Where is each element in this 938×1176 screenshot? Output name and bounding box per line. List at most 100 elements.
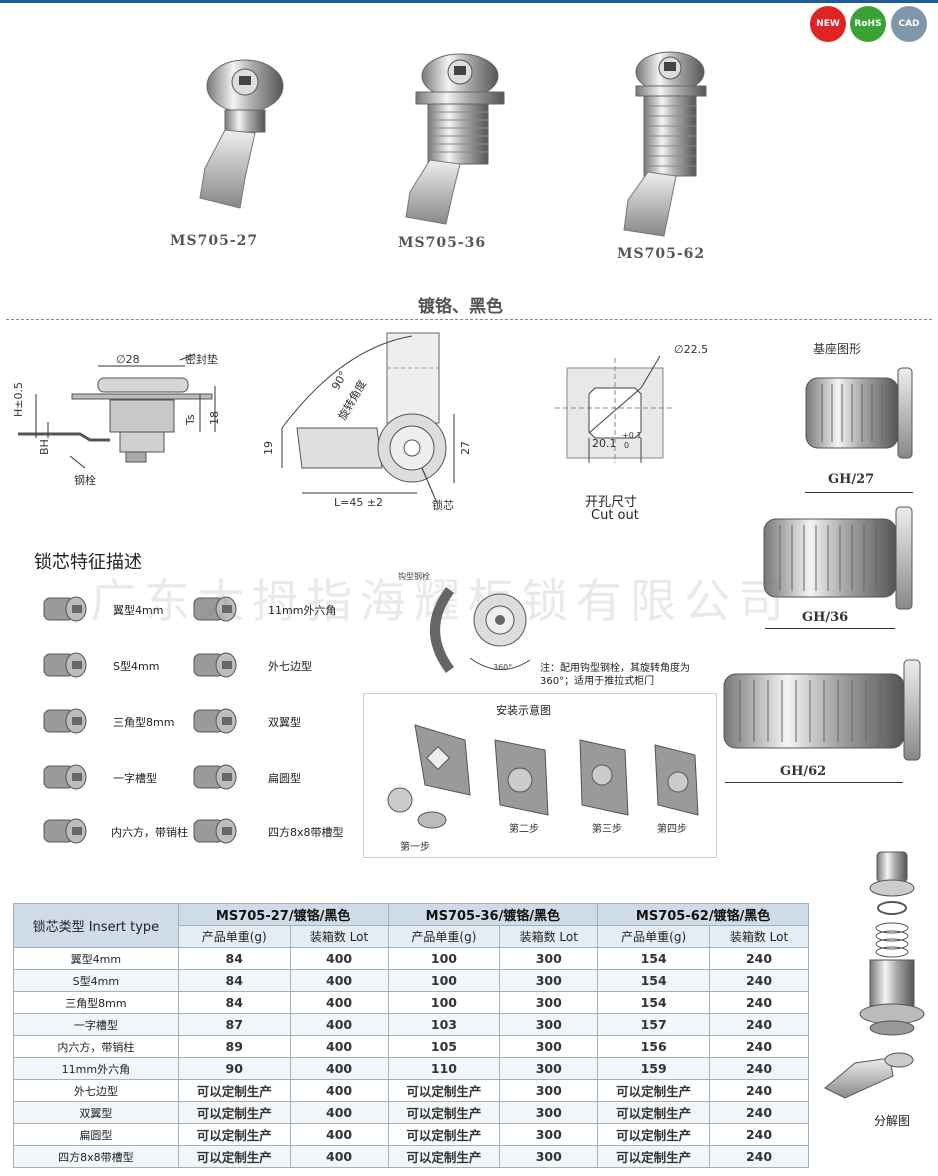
install-step-4: 第四步 <box>657 824 687 835</box>
model-label-ms705-36: MS705-36 <box>398 235 487 251</box>
tol-zero-label: 0 <box>624 441 630 450</box>
insert-type-label: 一字槽型 <box>113 772 157 785</box>
top-accent-line <box>0 0 938 3</box>
dia28-label: ∅28 <box>116 353 140 366</box>
insert-type-icon <box>43 818 87 844</box>
insert-type-icon <box>43 596 87 622</box>
dia225-label: ∅22.5 <box>674 343 709 356</box>
group-header-ms705-27: MS705-27/镀铬/黑色 <box>177 903 389 926</box>
rohs-badge-label: RoHS <box>854 19 882 29</box>
cutout-drawing <box>555 355 675 463</box>
product-image-ms705-62 <box>623 51 707 237</box>
insert-type-icon <box>193 818 237 844</box>
weight-cell: 可以定制生产 <box>177 1101 291 1124</box>
weight-cell: 可以定制生产 <box>387 1123 501 1146</box>
install-panel <box>363 693 717 858</box>
weight-cell: 可以定制生产 <box>387 1101 501 1124</box>
lot-cell: 300 <box>499 947 599 970</box>
insert-type-label: 扁圆型 <box>268 772 301 785</box>
gh62-label: GH/62 <box>780 764 827 779</box>
section-divider <box>6 319 932 320</box>
lot-cell: 300 <box>499 1013 599 1036</box>
weight-cell: 157 <box>597 1013 711 1036</box>
weight-cell: 90 <box>177 1057 291 1080</box>
insert-type-cell: 扁圆型 <box>13 1123 179 1146</box>
lot-header: 装箱数 Lot <box>709 925 809 948</box>
lot-header: 装箱数 Lot <box>289 925 389 948</box>
n201-label: 20.1 <box>592 437 617 450</box>
weight-cell: 可以定制生产 <box>177 1123 291 1146</box>
lot-header: 装箱数 Lot <box>499 925 599 948</box>
lot-cell: 400 <box>289 969 389 992</box>
lot-cell: 240 <box>709 947 809 970</box>
lot-cell: 300 <box>499 1123 599 1146</box>
insert-type-icon <box>43 708 87 734</box>
gh36-dim-line <box>765 628 895 629</box>
length-label: L=45 ±2 <box>334 496 384 509</box>
cad-badge-label: CAD <box>898 19 920 29</box>
bh-label: BH <box>38 439 51 455</box>
lot-cell: 400 <box>289 991 389 1014</box>
h-label: H±0.5 <box>12 382 25 417</box>
model-label-ms705-27: MS705-27 <box>170 233 259 249</box>
weight-cell: 105 <box>387 1035 501 1058</box>
new-badge-label: NEW <box>816 19 840 29</box>
weight-cell: 159 <box>597 1057 711 1080</box>
lot-cell: 400 <box>289 1101 389 1124</box>
base-title: 基座图形 <box>813 342 862 356</box>
lot-cell: 300 <box>499 969 599 992</box>
weight-cell: 103 <box>387 1013 501 1036</box>
weight-cell: 154 <box>597 947 711 970</box>
n19-label: 19 <box>262 441 275 455</box>
n27-label: 27 <box>459 441 472 455</box>
weight-cell: 可以定制生产 <box>597 1145 711 1168</box>
gh36-label: GH/36 <box>802 610 849 625</box>
model-label-ms705-62: MS705-62 <box>617 246 706 262</box>
lot-cell: 240 <box>709 1079 809 1102</box>
insert-type-label: 内六方，带销柱 <box>111 826 188 839</box>
weight-cell: 100 <box>387 969 501 992</box>
rotation-drawing <box>281 332 455 504</box>
insert-type-label: 双翼型 <box>268 716 301 729</box>
weight-cell: 可以定制生产 <box>597 1123 711 1146</box>
weight-cell: 100 <box>387 947 501 970</box>
weight-cell: 84 <box>177 969 291 992</box>
hook-angle-label: 360° <box>493 663 513 672</box>
hook-label: 钩型钢栓 <box>398 572 430 581</box>
seal-label: 密封垫 <box>185 353 218 366</box>
weight-header: 产品单重(g) <box>177 925 291 948</box>
insert-type-icon <box>193 596 237 622</box>
insert-type-label: 翼型4mm <box>113 604 164 617</box>
n18-label: 18 <box>208 411 221 425</box>
base-gh62-image <box>723 659 921 761</box>
weight-cell: 可以定制生产 <box>597 1079 711 1102</box>
weight-cell: 156 <box>597 1035 711 1058</box>
install-steps-drawing <box>387 724 699 829</box>
core-label: 锁芯 <box>432 499 454 512</box>
cad-badge: CAD <box>891 6 927 42</box>
group-header-ms705-62: MS705-62/镀铬/黑色 <box>597 903 809 926</box>
weight-header: 产品单重(g) <box>387 925 501 948</box>
insert-type-cell: 三角型8mm <box>13 991 179 1014</box>
lot-cell: 240 <box>709 1101 809 1124</box>
cutout-cn-label: 开孔尺寸 <box>585 495 638 510</box>
gh62-dim-line <box>725 782 903 783</box>
bolt-label: 钢栓 <box>74 474 96 487</box>
weight-cell: 154 <box>597 991 711 1014</box>
lot-cell: 240 <box>709 1123 809 1146</box>
weight-cell: 110 <box>387 1057 501 1080</box>
lot-cell: 300 <box>499 1101 599 1124</box>
insert-type-cell: 双翼型 <box>13 1101 179 1124</box>
lot-cell: 300 <box>499 1145 599 1168</box>
insert-type-icon <box>43 652 87 678</box>
lot-cell: 300 <box>499 1057 599 1080</box>
weight-cell: 89 <box>177 1035 291 1058</box>
spec-table: 锁芯类型 Insert type MS705-27/镀铬/黑色 MS705-36… <box>13 903 809 1168</box>
lot-cell: 240 <box>709 1145 809 1168</box>
